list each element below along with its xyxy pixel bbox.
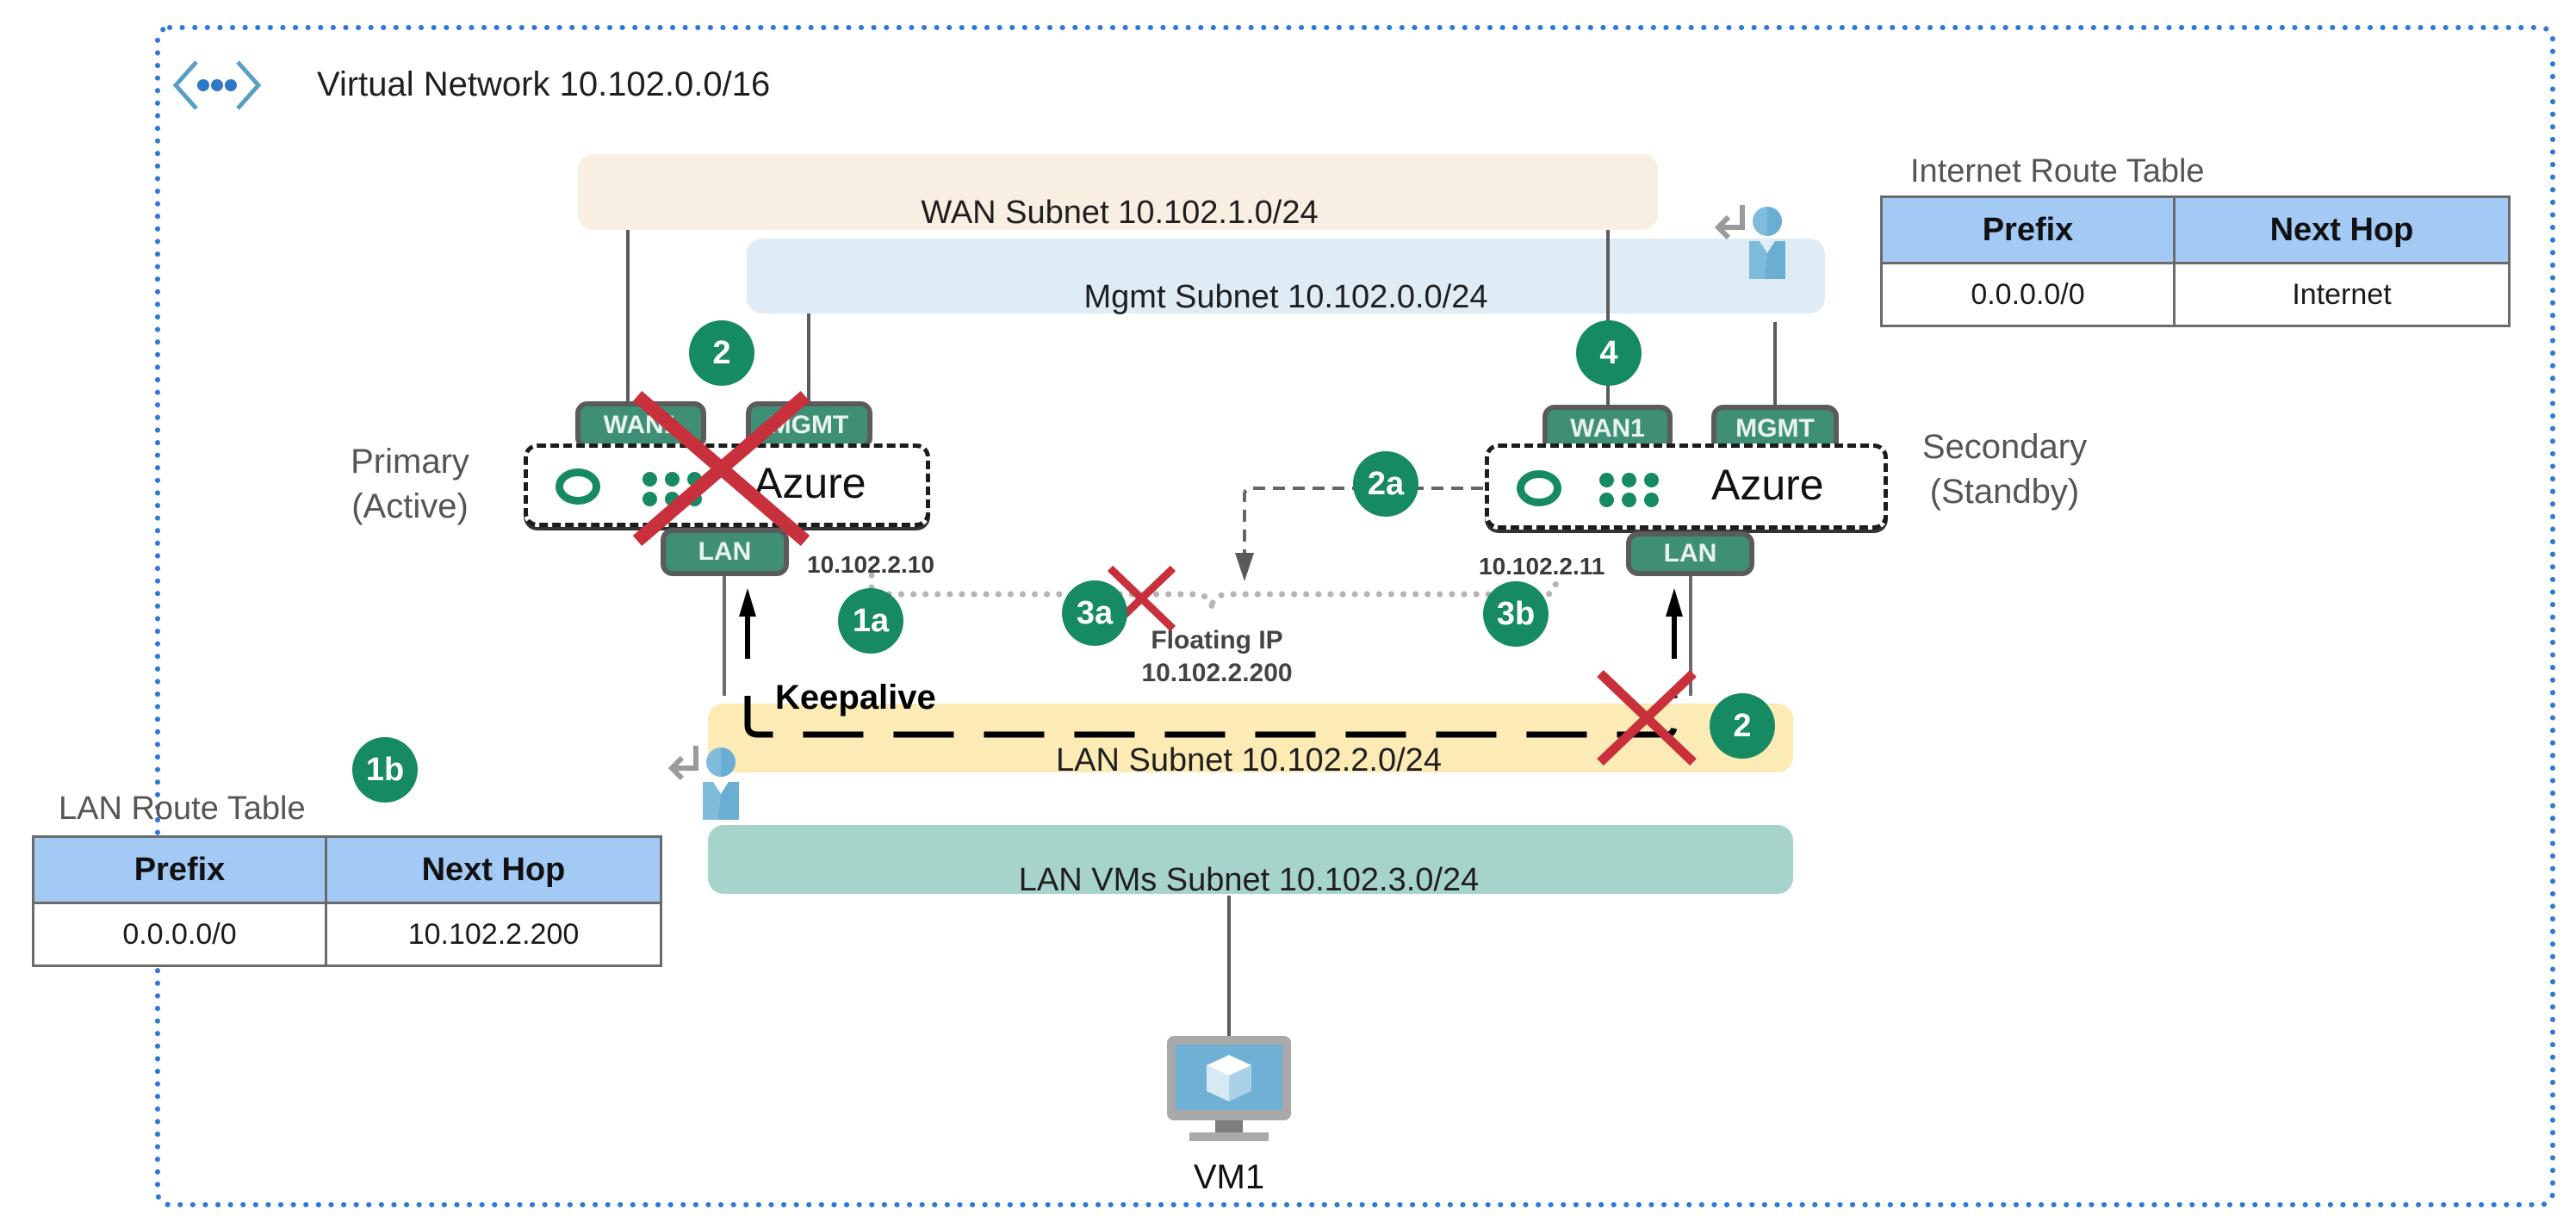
step-badge-4: 4 [1576,320,1642,386]
lan-vms-subnet-label: LAN VMs Subnet 10.102.3.0/24 [1018,862,1480,898]
primary-keepalive-arrowhead [739,588,756,617]
primary-label: Primary (Active) [345,439,475,529]
secondary-keepalive-arrowhead [1666,588,1683,617]
step-badge-2-keepalive: 2 [1710,693,1775,759]
secondary-lan-ip: 10.102.2.11 [1479,553,1605,580]
secondary-label: Secondary (Standby) [1912,425,2097,514]
wan-subnet-label: WAN Subnet 10.102.1.0/24 [921,195,1319,231]
lan-subnet [708,704,1793,772]
route-table-icon [667,746,739,820]
secondary-label-role: Secondary [1921,428,2088,466]
promote-arrowhead [1235,553,1254,581]
vnet-title: Virtual Network 10.102.0.0/16 [317,65,771,103]
primary-brand: Azure [754,459,866,507]
vnet-boundary [155,25,2555,1207]
secondary-lan-port[interactable]: LAN [1626,531,1754,576]
primary-failed-x-icon [632,390,810,547]
step-badge-3a: 3a [1062,580,1127,646]
column-header-next-hop: Next Hop [325,835,662,904]
keepalive-failed-x-icon [1597,670,1697,766]
internet-route-table: Prefix Next Hop 0.0.0.0/0 Internet [1880,195,2511,327]
table-row: 0.0.0.0/0 10.102.2.200 [32,902,662,967]
floating-ip-path [868,572,1559,617]
floating-ip-title: Floating IP [1151,626,1283,654]
wan-subnet [578,154,1658,230]
lan-route-table-title: LAN Route Table [59,791,306,827]
route-prefix-cell: 0.0.0.0/0 [32,902,327,967]
appliance-logo-ring-icon [556,468,600,505]
secondary-brand: Azure [1711,461,1824,509]
appliance-logo-dot-icon [665,472,680,487]
table-row: 0.0.0.0/0 Internet [1880,262,2511,327]
floating-ip-address: 10.102.2.200 [1141,659,1293,687]
lan-route-table: Prefix Next Hop 0.0.0.0/0 10.102.2.200 [32,835,662,967]
vm1-label: VM1 [1193,1158,1265,1196]
route-next-hop-cell: 10.102.2.200 [325,902,662,967]
appliance-logo-dot-icon [1622,493,1636,507]
lan-vms-subnet [708,825,1793,894]
appliance-logo-dot-icon [642,472,657,487]
route-table-icon [1714,205,1785,279]
mgmt-subnet-label: Mgmt Subnet 10.102.0.0/24 [1083,279,1488,315]
mgmt-subnet [747,239,1825,313]
primary-label-role: Primary [351,443,469,481]
primary-lan-port[interactable]: LAN [661,528,789,576]
promote-path [1243,487,1483,564]
appliance-logo-ring-icon [1517,470,1561,506]
step-badge-2a: 2a [1353,451,1418,517]
appliance-logo-dot-icon [1644,493,1659,507]
keepalive-label: Keepalive [775,679,936,716]
column-header-prefix: Prefix [1880,195,2176,264]
lan-subnet-label: LAN Subnet 10.102.2.0/24 [1056,742,1442,778]
appliance-logo-dot-icon [1599,473,1614,487]
virtual-machine-icon[interactable] [1165,1036,1293,1143]
appliance-logo-dot-icon [1599,493,1614,507]
appliance-logo-dot-icon [1622,473,1636,487]
route-prefix-cell: 0.0.0.0/0 [1880,262,2176,327]
keepalive-path [744,696,1678,738]
appliance-logo-dot-icon [1644,473,1659,487]
step-badge-1a: 1a [838,588,903,654]
virtual-network-icon [172,60,262,110]
table-header-row: Prefix Next Hop [1880,195,2511,264]
column-header-prefix: Prefix [32,835,327,904]
secondary-appliance[interactable]: Azure [1485,443,1888,530]
step-badge-1b: 1b [352,737,418,803]
primary-label-state: (Active) [351,487,469,525]
column-header-next-hop: Next Hop [2173,195,2511,264]
route-next-hop-cell: Internet [2173,262,2511,327]
internet-route-table-title: Internet Route Table [1910,153,2205,189]
step-badge-2-primary: 2 [689,320,754,386]
appliance-logo-dot-icon [642,492,657,506]
step-badge-3b: 3b [1483,581,1549,647]
secondary-label-state: (Standby) [1929,473,2080,511]
floating-ip-label: Floating IP 10.102.2.200 [1141,624,1292,690]
primary-lan-ip: 10.102.2.10 [807,551,934,578]
table-header-row: Prefix Next Hop [32,835,662,904]
